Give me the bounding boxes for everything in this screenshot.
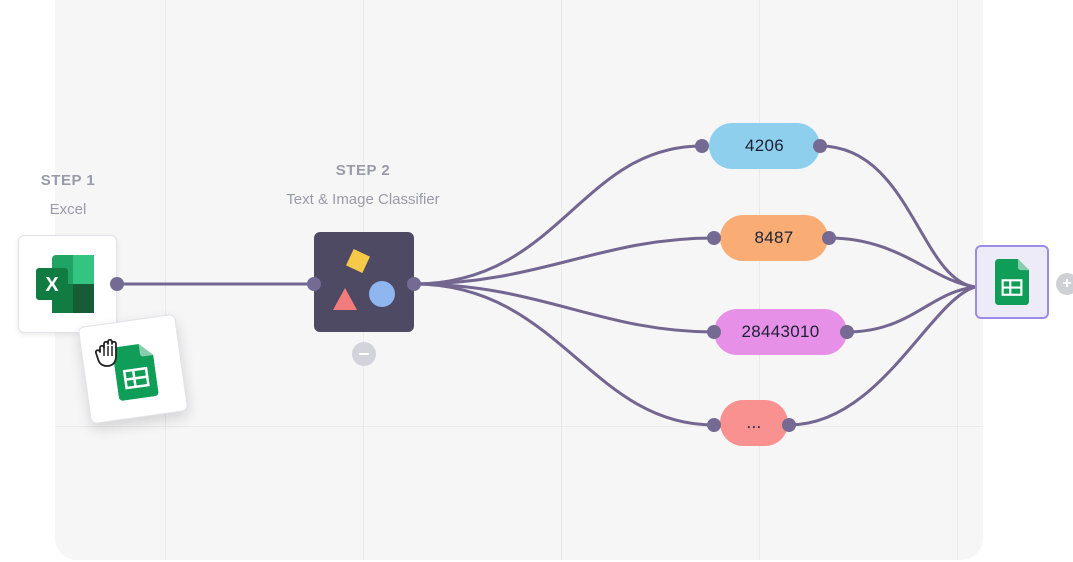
plus-icon: + xyxy=(1062,275,1072,292)
output-pill-1[interactable]: 4206 xyxy=(709,123,820,169)
output-1-input-port[interactable] xyxy=(695,139,709,153)
output-pill-3[interactable]: 28443010 xyxy=(714,309,847,355)
edge-step2-to-output-4 xyxy=(412,282,716,427)
edge-step2-to-output-3 xyxy=(412,282,716,334)
edge-output-2-to-destination xyxy=(827,236,977,289)
destination-sheets-node[interactable] xyxy=(975,245,1049,319)
output-label-1: 4206 xyxy=(744,136,785,155)
grab-hand-cursor-icon xyxy=(94,338,117,367)
step2-classifier-node[interactable] xyxy=(314,232,414,332)
edge-output-4-to-destination xyxy=(787,285,977,427)
dragging-sheets-card[interactable] xyxy=(77,313,189,425)
edge-output-1-to-destination xyxy=(818,144,977,289)
step2-title: STEP 2 xyxy=(335,162,391,179)
output-label-3: 28443010 xyxy=(741,322,820,341)
minus-icon xyxy=(359,353,369,355)
excel-icon: X xyxy=(36,255,94,313)
svg-text:X: X xyxy=(45,274,59,296)
output-pill-2[interactable]: 8487 xyxy=(720,215,828,261)
step2-output-port[interactable] xyxy=(407,277,421,291)
edge-step2-to-output-2 xyxy=(412,236,716,286)
add-step-button[interactable]: + xyxy=(1056,273,1073,295)
output-4-input-port[interactable] xyxy=(707,418,721,432)
grid-line xyxy=(165,0,166,560)
grid-line xyxy=(55,426,983,427)
classifier-shapes-icon xyxy=(333,249,395,310)
output-3-input-port[interactable] xyxy=(707,325,721,339)
step1-excel-node[interactable]: X xyxy=(18,235,117,333)
google-sheets-icon xyxy=(995,259,1029,305)
google-sheets-icon xyxy=(112,343,159,401)
output-1-output-port[interactable] xyxy=(813,139,827,153)
output-3-output-port[interactable] xyxy=(840,325,854,339)
step2-label: STEP 2 Text & Image Classifier xyxy=(250,162,476,209)
step2-subtitle: Text & Image Classifier xyxy=(286,191,440,208)
edge-step2-to-output-1 xyxy=(412,144,704,286)
output-2-input-port[interactable] xyxy=(707,231,721,245)
step1-output-port[interactable] xyxy=(110,277,124,291)
grid-line xyxy=(759,0,760,560)
step1-label: STEP 1 Excel xyxy=(28,172,108,219)
step1-subtitle: Excel xyxy=(49,201,87,218)
remove-step-button[interactable] xyxy=(352,342,376,366)
edge-output-3-to-destination xyxy=(845,285,977,334)
output-2-output-port[interactable] xyxy=(822,231,836,245)
step1-title: STEP 1 xyxy=(40,172,96,189)
output-4-output-port[interactable] xyxy=(782,418,796,432)
step2-input-port[interactable] xyxy=(307,277,321,291)
output-pill-4[interactable]: ... xyxy=(720,400,788,446)
grid-line xyxy=(561,0,562,560)
canvas-background xyxy=(55,0,983,560)
output-label-4: ... xyxy=(746,413,762,432)
output-label-2: 8487 xyxy=(754,228,794,247)
